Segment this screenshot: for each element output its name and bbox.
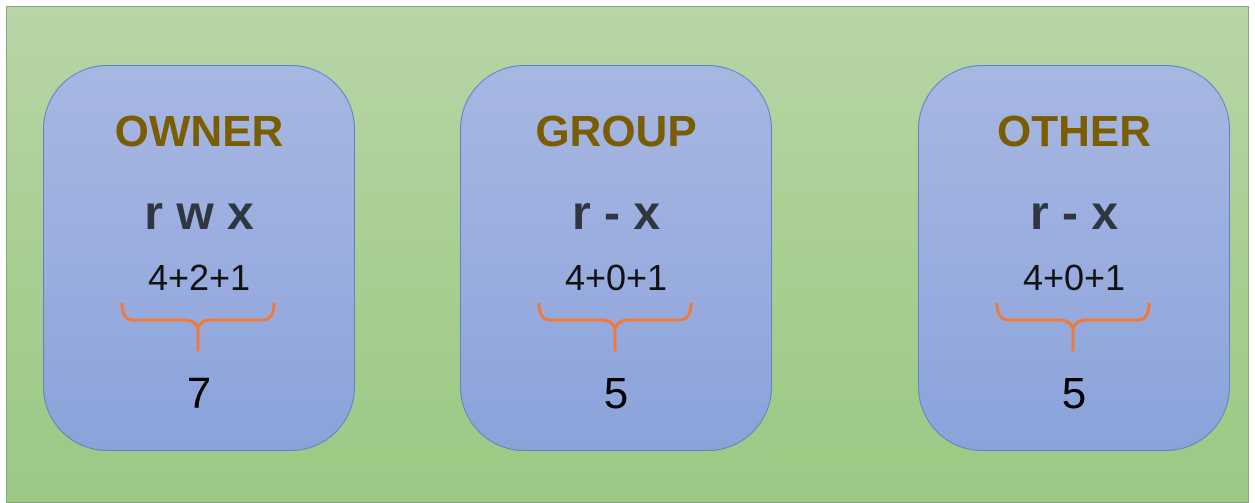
owner-value: 7	[186, 369, 212, 418]
other-card: OTHER r - x 4+0+1 5	[918, 65, 1230, 451]
group-brace	[537, 302, 693, 352]
group-card: GROUP r - x 4+0+1 5	[460, 65, 772, 451]
owner-brace	[120, 302, 276, 352]
group-sum: 4+0+1	[564, 257, 668, 298]
group-permissions: r - x	[571, 187, 661, 240]
other-sum: 4+0+1	[1022, 257, 1126, 298]
group-title: GROUP	[535, 107, 697, 156]
owner-card: OWNER r w x 4+2+1 7	[43, 65, 355, 451]
other-brace	[995, 302, 1151, 352]
owner-permissions: r w x	[144, 187, 254, 240]
other-title: OTHER	[997, 107, 1151, 156]
other-value: 5	[1061, 369, 1087, 418]
owner-title: OWNER	[114, 107, 284, 156]
group-value: 5	[603, 369, 629, 418]
other-permissions: r - x	[1029, 187, 1119, 240]
owner-sum: 4+2+1	[147, 257, 251, 298]
diagram-canvas: OWNER r w x 4+2+1 7 GROUP r - x 4+0+1 5 …	[6, 6, 1249, 503]
